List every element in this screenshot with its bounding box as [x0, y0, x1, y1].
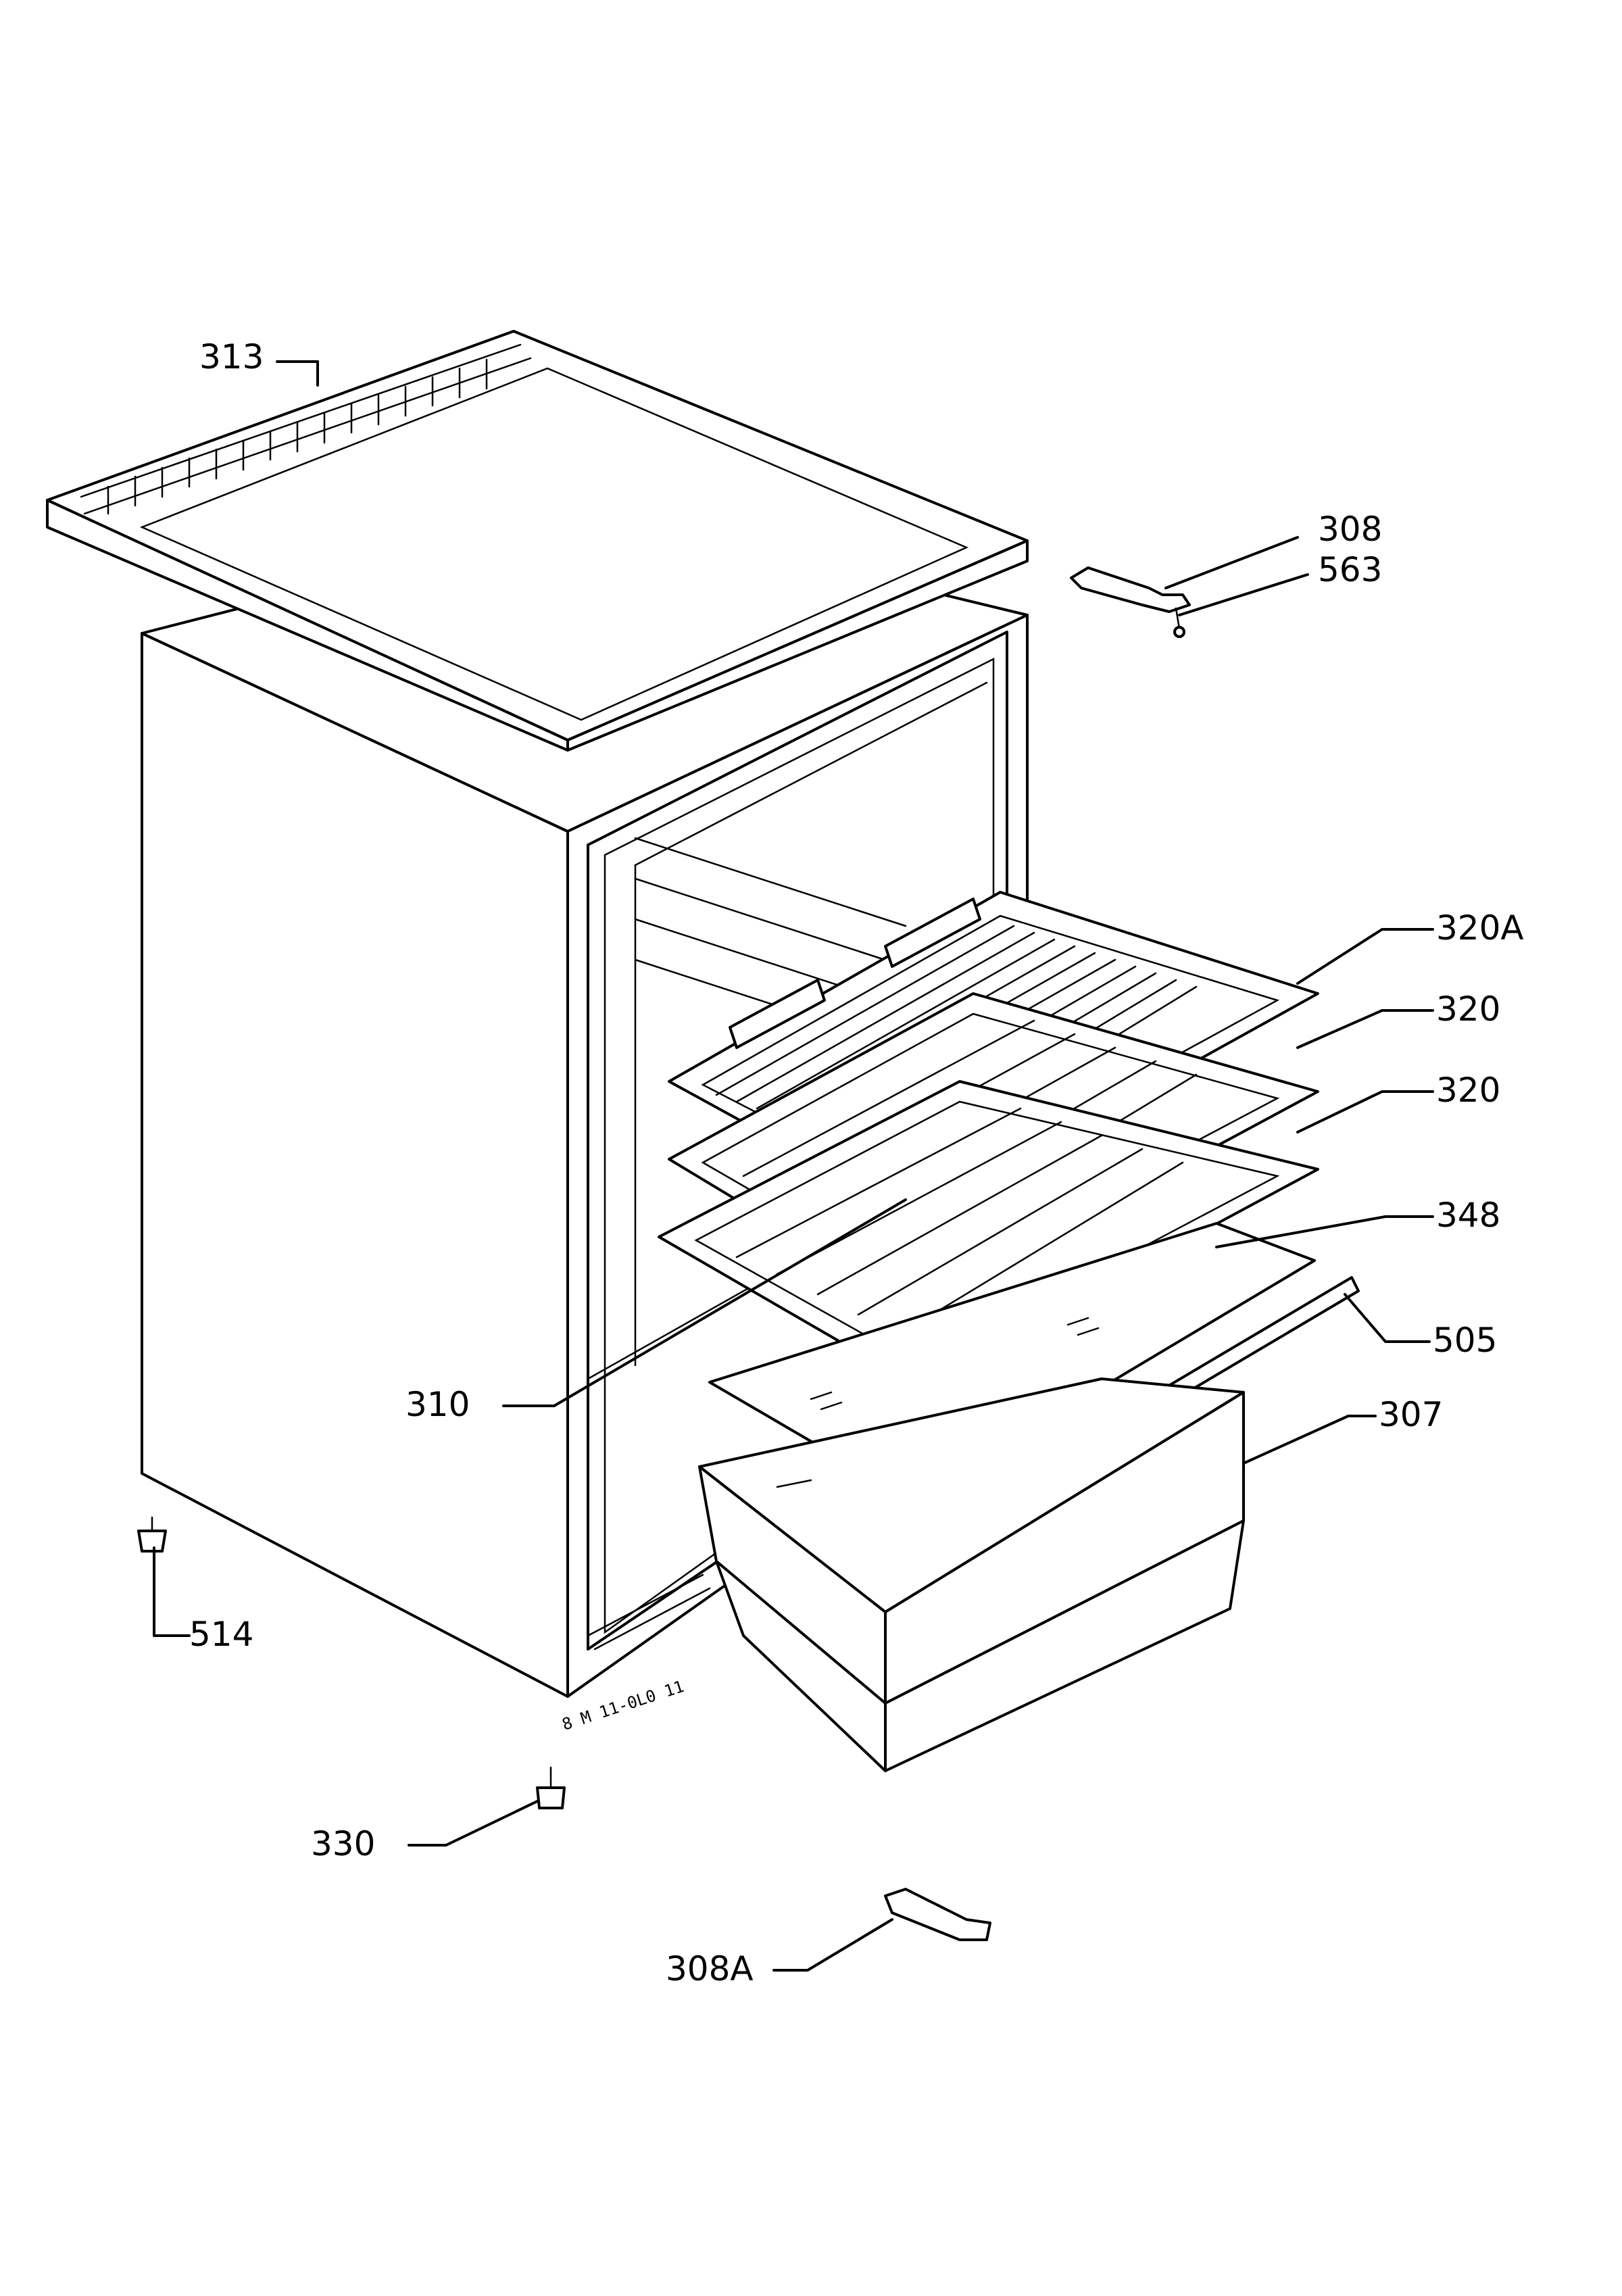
label-320-upper: 320	[1436, 990, 1500, 1029]
hinge-308	[1070, 566, 1191, 638]
leader-lines	[153, 360, 1434, 1972]
label-563: 563	[1318, 550, 1382, 589]
label-348: 348	[1436, 1196, 1500, 1235]
label-505: 505	[1433, 1321, 1497, 1360]
label-330: 330	[311, 1824, 375, 1863]
label-514: 514	[189, 1615, 253, 1654]
label-310: 310	[406, 1385, 470, 1424]
shelf-320-lower	[658, 1080, 1319, 1387]
foot-514	[137, 1516, 167, 1553]
label-313: 313	[199, 337, 264, 376]
label-320A: 320A	[1436, 908, 1524, 948]
label-308A: 308A	[666, 1949, 754, 1988]
hinge-308A	[884, 1888, 991, 1941]
label-320-lower: 320	[1436, 1071, 1500, 1110]
foot-330	[536, 1766, 566, 1809]
worktop-313	[46, 330, 1029, 752]
part-labels: 313 308 563 320A 320 320 348 505 310 307…	[189, 337, 1524, 1988]
crisper-drawer-307	[698, 1377, 1245, 1772]
label-308: 308	[1318, 510, 1382, 549]
label-307: 307	[1379, 1395, 1443, 1434]
